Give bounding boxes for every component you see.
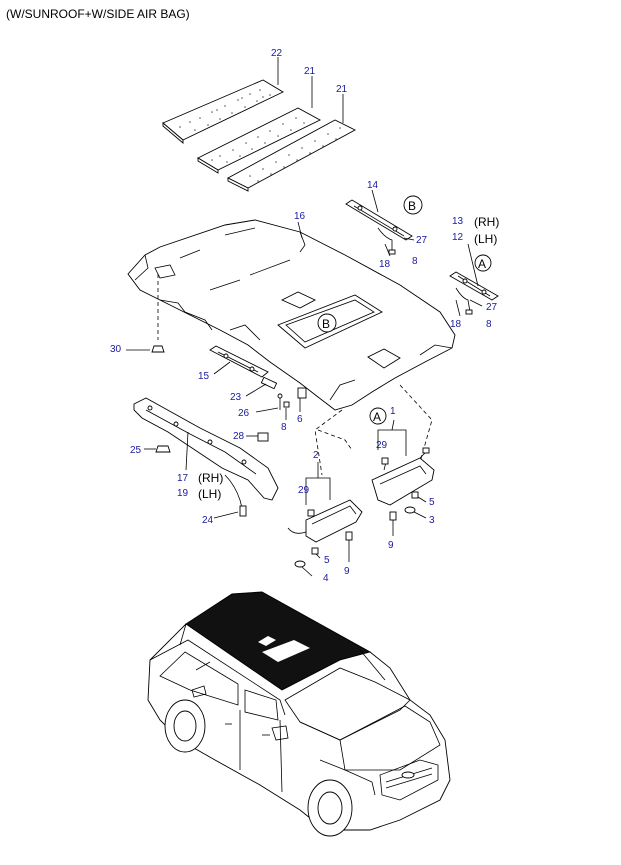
callout-23: 23 [230, 392, 242, 403]
callout-16: 16 [294, 211, 306, 222]
callout-3: 3 [429, 515, 435, 526]
callout-labels: 22 21 21 14 13 (RH) 12 (LH) 16 27 18 8 2… [110, 48, 499, 584]
callout-rh: (RH) [198, 471, 223, 485]
callout-8: 8 [412, 256, 418, 267]
callout-4: 4 [323, 573, 329, 584]
callout-rh: (RH) [474, 215, 499, 229]
callout-29: 29 [298, 485, 310, 496]
callout-24: 24 [202, 515, 214, 526]
callout-25: 25 [130, 445, 142, 456]
callout-9: 9 [388, 540, 394, 551]
pad-21-lower [227, 119, 356, 192]
reference-mark-b: B [403, 195, 423, 215]
clip-30 [126, 274, 165, 353]
callout-6: 6 [297, 414, 303, 425]
callout-8: 8 [281, 422, 287, 433]
callout-1: 1 [390, 406, 396, 417]
callout-14: 14 [367, 180, 379, 191]
reference-mark-a: A [369, 407, 387, 425]
pad-22 [162, 79, 284, 144]
callout-26: 26 [238, 408, 250, 419]
pad-21-upper [197, 107, 321, 174]
callout-21: 21 [336, 84, 348, 95]
callout-12: 12 [452, 232, 464, 243]
callout-27: 27 [416, 235, 428, 246]
callout-21: 21 [304, 66, 316, 77]
callout-8: 8 [486, 319, 492, 330]
diagram-title: (W/SUNROOF+W/SIDE AIR BAG) [6, 7, 190, 21]
headliner-16 [127, 219, 456, 411]
svg-text:A: A [478, 257, 486, 271]
sunvisor-2 [287, 462, 363, 577]
callout-2: 2 [313, 450, 319, 461]
vehicle-illustration [147, 591, 451, 837]
callout-5: 5 [429, 497, 435, 508]
sunvisor-1 [371, 419, 435, 536]
callout-5: 5 [324, 555, 330, 566]
callout-29: 29 [376, 440, 388, 451]
callout-lh: (LH) [198, 487, 221, 501]
callout-28: 28 [233, 431, 245, 442]
callout-22: 22 [271, 48, 283, 59]
callout-18: 18 [379, 259, 391, 270]
bracket-13-12 [449, 243, 499, 317]
reference-mark-a: A [474, 254, 492, 272]
callout-13: 13 [452, 216, 464, 227]
curtain-airbag-17-19 [133, 397, 279, 519]
callout-9: 9 [344, 566, 350, 577]
svg-text:B: B [408, 199, 416, 213]
bracket-14 [345, 189, 415, 257]
reference-mark-b: B [317, 313, 337, 333]
svg-text:B: B [322, 317, 330, 331]
svg-text:A: A [373, 410, 381, 424]
callout-15: 15 [198, 371, 210, 382]
callout-27: 27 [486, 302, 498, 313]
callout-18: 18 [450, 319, 462, 330]
callout-17: 17 [177, 473, 189, 484]
assist-rail-15 [209, 345, 307, 420]
callout-lh: (LH) [474, 232, 497, 246]
callout-19: 19 [177, 488, 189, 499]
callout-30: 30 [110, 344, 122, 355]
